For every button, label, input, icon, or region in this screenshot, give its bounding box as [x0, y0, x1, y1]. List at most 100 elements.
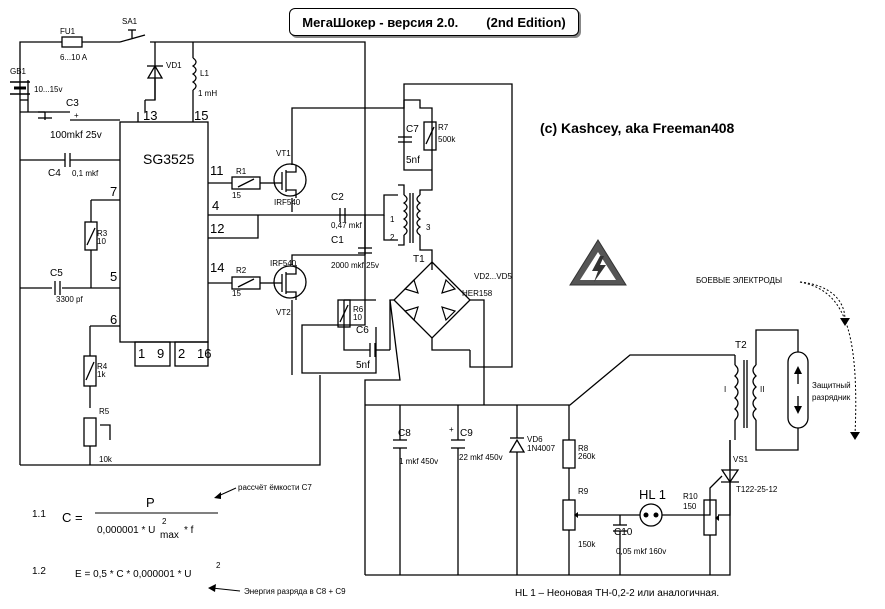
electrode-arrow-1 — [799, 281, 846, 321]
title-name: МегаШокер - версия 2.0. — [302, 14, 459, 30]
title-edition: (2nd Edition) — [486, 14, 566, 30]
formula-1-bottom: 0,000001 * U — [97, 525, 155, 536]
pin-2: 2 — [178, 346, 185, 361]
t1-w2: 2 — [390, 233, 395, 242]
potentiometer-r9 — [562, 499, 576, 531]
formula-2-note: Энергия разряда в С8 + С9 — [244, 587, 346, 596]
supply-wires — [19, 41, 377, 466]
formula-1-top: P — [146, 495, 155, 510]
formula-1-sub: max — [160, 530, 179, 541]
c9-value: 22 mkf 450v — [459, 453, 503, 462]
hl1-ref: HL 1 — [639, 487, 666, 502]
neon-lamp-hl1 — [639, 503, 663, 527]
c1-ref: C1 — [331, 235, 344, 246]
pin-1: 1 — [138, 346, 145, 361]
formula-1-sup: 2 — [162, 517, 167, 526]
resistor-r3 — [84, 221, 98, 251]
pin-13: 13 — [143, 108, 157, 123]
r1-value: 15 — [232, 191, 241, 200]
vt1-ref: VT1 — [276, 149, 291, 158]
potentiometer-r5 — [83, 417, 97, 447]
l1-value: 1 mH — [198, 89, 217, 98]
t2-w2: II — [760, 385, 764, 394]
capacitor-c2 — [339, 208, 346, 222]
vt2-value: IRF540 — [270, 259, 297, 268]
capacitor-c5 — [54, 281, 61, 295]
r6-ref: R6 — [353, 305, 364, 314]
sa1-ref: SA1 — [122, 17, 138, 26]
bridge-ref: VD2...VD5 — [474, 272, 512, 281]
pin-9: 9 — [157, 346, 164, 361]
battery-gb1 — [10, 81, 30, 95]
pin-5: 5 — [110, 269, 117, 284]
switch-sa1 — [119, 29, 146, 43]
ic-pin-stubs — [134, 112, 209, 367]
c7-value: 5nf — [406, 155, 420, 166]
resistor-r4 — [83, 355, 97, 387]
c5-value: 3300 pf — [56, 295, 83, 304]
c6-value: 5nf — [356, 360, 370, 371]
resistor-r1 — [231, 176, 261, 190]
t1-w3: 3 — [426, 223, 431, 232]
diode-bridge — [364, 261, 485, 575]
fu1-value: 6...10 A — [60, 53, 88, 62]
t1-w1: 1 — [390, 215, 395, 224]
transformer-t2 — [734, 329, 809, 451]
r9-ref: R9 — [578, 487, 589, 496]
vt1-value: IRF540 — [274, 198, 301, 207]
r4-ref: R4 — [97, 362, 108, 371]
driver-wires — [208, 83, 513, 375]
hl-note: HL 1 – Неоновая ТН-0,2-2 или аналогичная… — [515, 588, 719, 599]
gb1-ref: GB1 — [10, 67, 27, 76]
r2-ref: R2 — [236, 266, 247, 275]
vd1-ref: VD1 — [166, 61, 182, 70]
pin-16: 16 — [197, 346, 211, 361]
transformer-t1 — [398, 99, 433, 270]
r4-value: 1k — [97, 370, 106, 379]
l1-ref: L1 — [200, 69, 209, 78]
arrester-label-line2: разрядник — [812, 393, 851, 402]
ic-ref: SG3525 — [143, 151, 195, 167]
capacitor-c10 — [613, 524, 627, 532]
t2-w1: I — [724, 385, 726, 394]
c8-value: 1 mkf 450v — [399, 457, 438, 466]
formula-2-text: E = 0,5 * C * 0,000001 * U — [75, 569, 191, 580]
c3-value: 100mkf 25v — [50, 130, 102, 141]
formula-1-tail: * f — [184, 525, 194, 536]
c9-ref: C9 — [460, 428, 473, 439]
pin-11: 11 — [210, 163, 224, 178]
transistor-vt1 — [273, 163, 307, 198]
inductor-l1 — [191, 57, 197, 91]
vd6-value: 1N4007 — [527, 444, 556, 453]
vd6-ref: VD6 — [527, 435, 543, 444]
formula-2-sup: 2 — [216, 561, 221, 570]
fu1-ref: FU1 — [60, 27, 76, 36]
c8-ref: C8 — [398, 428, 411, 439]
high-voltage-warning-icon — [569, 239, 627, 286]
fuse-fu1 — [61, 36, 83, 48]
c4-value: 0,1 mkf — [72, 169, 99, 178]
c6-ref: C6 — [356, 325, 369, 336]
resistor-r2 — [231, 276, 261, 290]
vt2-ref: VT2 — [276, 308, 291, 317]
r7-ref: R7 — [438, 123, 449, 132]
t2-ref: T2 — [735, 340, 747, 351]
t1-ref: T1 — [413, 254, 425, 265]
r3-value: 10 — [97, 237, 106, 246]
polarity-mark: + — [449, 425, 454, 434]
gb1-value: 10...15v — [34, 85, 62, 94]
vs1-ref: VS1 — [733, 455, 749, 464]
r3-ref: R3 — [97, 229, 108, 238]
diode-vd6 — [508, 437, 526, 453]
capacitor-c1 — [358, 247, 372, 254]
pin-12: 12 — [210, 221, 224, 236]
transistor-vt2 — [273, 265, 307, 300]
vs1-value: T122-25-12 — [736, 485, 778, 494]
r5-ref: R5 — [99, 407, 110, 416]
author-label: (c) Kashcey, aka Freeman408 — [540, 120, 735, 136]
title-box: МегаШокер - версия 2.0. (2nd Edition) — [289, 8, 579, 36]
r6-value: 10 — [353, 313, 362, 322]
r9-value: 150k — [578, 540, 596, 549]
electrodes-label: БОЕВЫЕ ЭЛЕКТРОДЫ — [696, 276, 782, 285]
